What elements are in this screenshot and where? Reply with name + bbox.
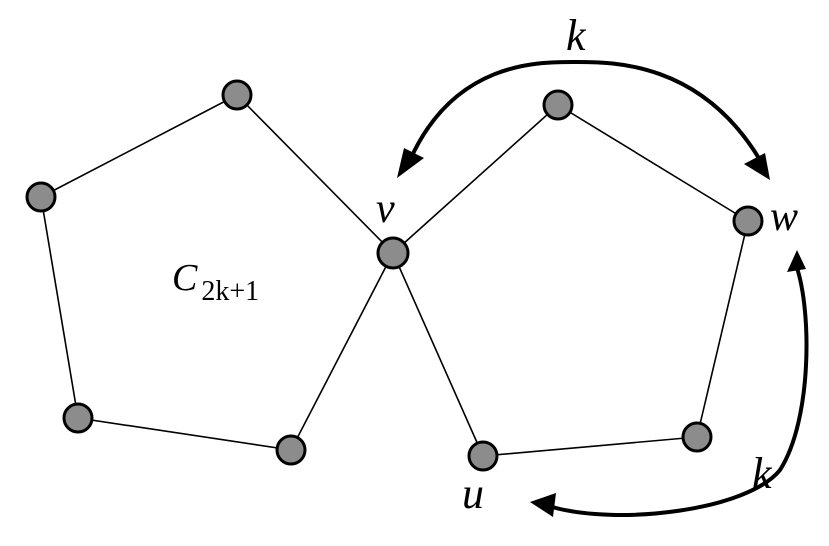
label-u: u bbox=[462, 469, 484, 518]
edge bbox=[40, 94, 238, 198]
vertices bbox=[25, 79, 764, 472]
arrowhead-right bbox=[744, 153, 770, 180]
edge bbox=[290, 252, 394, 451]
vertex-node bbox=[221, 79, 253, 111]
cycle-label-subscript: 2k+1 bbox=[201, 276, 259, 307]
right-arc bbox=[551, 264, 809, 517]
left-cycle-edges bbox=[40, 94, 394, 451]
arrowhead-left-bottom bbox=[530, 493, 556, 517]
label-w: w bbox=[770, 194, 798, 240]
arrowhead-up bbox=[787, 250, 806, 272]
top-k-arrow bbox=[397, 59, 770, 180]
vertex-node bbox=[542, 89, 574, 121]
edge bbox=[392, 104, 559, 254]
label-k-top: k bbox=[566, 11, 587, 60]
vertex-w bbox=[732, 205, 764, 237]
arrowhead-left bbox=[397, 148, 424, 178]
edge bbox=[696, 220, 749, 438]
edge bbox=[40, 196, 79, 419]
vertex-node bbox=[275, 434, 307, 466]
cycle-label-main: C bbox=[172, 257, 198, 299]
label-v: v bbox=[376, 186, 395, 232]
edge bbox=[392, 252, 484, 457]
edge bbox=[557, 104, 749, 222]
vertex-node bbox=[62, 402, 94, 434]
edge bbox=[77, 417, 292, 451]
vertex-v bbox=[376, 236, 410, 270]
edge bbox=[236, 94, 394, 254]
vertex-u bbox=[467, 440, 499, 472]
right-cycle-edges bbox=[392, 104, 749, 457]
label-k-right: k bbox=[752, 449, 773, 498]
vertex-node bbox=[681, 421, 713, 453]
edge bbox=[482, 436, 698, 457]
top-arc bbox=[408, 59, 762, 162]
vertex-node bbox=[25, 181, 57, 213]
cycle-label: C 2k+1 bbox=[172, 257, 259, 307]
right-k-arrow bbox=[530, 250, 809, 517]
